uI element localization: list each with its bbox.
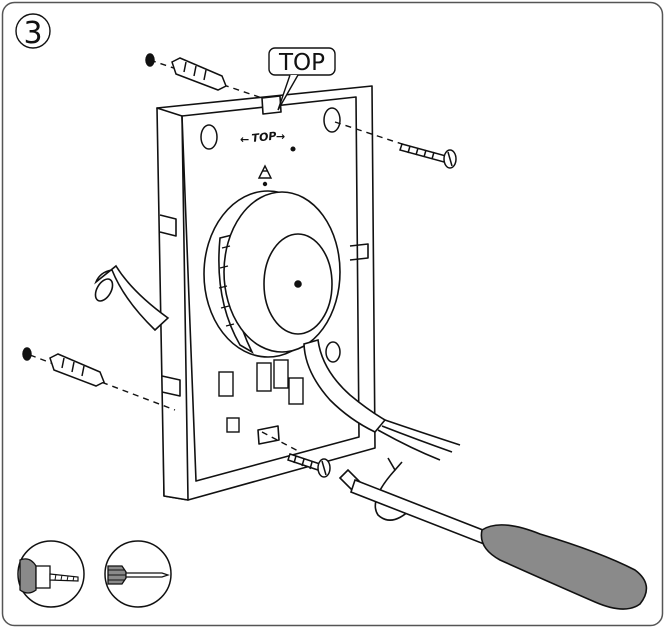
top-clip	[261, 95, 282, 115]
guide-bottom-right	[261, 431, 301, 453]
right-wire-3	[381, 425, 453, 453]
round-module	[203, 190, 341, 358]
terminal-block-5	[226, 417, 240, 433]
screw-holes	[200, 107, 341, 363]
box-inner-frame	[181, 96, 360, 482]
side-notch-bottom	[161, 375, 181, 397]
top-callout-label: TOP	[278, 50, 325, 76]
wall-plug-top	[145, 53, 227, 91]
plate-top-arrow-right: →	[276, 130, 285, 143]
step-circle	[15, 13, 51, 49]
step-badge: 3	[15, 13, 51, 51]
plate-top-text: TOP	[251, 129, 277, 145]
rotation-arrow	[374, 457, 413, 521]
terminal-block-1	[218, 371, 234, 397]
guide-top-right	[334, 121, 406, 146]
plate-top-marking: ← TOP →	[240, 129, 285, 146]
screw-hole-top-left	[200, 124, 218, 150]
wall-plug-bottom	[22, 347, 105, 387]
right-notch	[349, 243, 369, 261]
plate-top-arrow-left: ←	[240, 133, 249, 146]
side-notch-top	[159, 214, 177, 237]
screw-bottom	[287, 453, 331, 478]
bottom-clip	[257, 425, 280, 445]
hole-dot	[290, 146, 296, 152]
screwdriver	[338, 468, 648, 610]
screwdriver-icon	[104, 540, 172, 608]
top-callout-box	[268, 47, 336, 76]
top-callout-pointer	[277, 74, 299, 111]
top-callout: TOP	[268, 47, 336, 111]
right-wire-2	[377, 429, 441, 461]
drill-icon	[17, 540, 85, 608]
screwdriver-handle	[480, 524, 648, 610]
box-side-wall	[156, 107, 189, 501]
module-center-dot	[294, 280, 302, 288]
left-cable	[94, 264, 170, 332]
right-cable-sheath	[303, 338, 387, 433]
terminal-blocks	[218, 359, 304, 433]
tool-icons	[17, 540, 172, 608]
right-wire-1	[384, 419, 461, 446]
screw-hole-right	[325, 341, 341, 363]
step-number: 3	[23, 16, 42, 51]
terminal-block-2	[256, 362, 272, 392]
module-ribs	[218, 245, 235, 327]
left-cable-end	[94, 278, 114, 302]
plug-head	[22, 347, 32, 361]
screw-hole-top-right	[323, 107, 341, 133]
recycle-icon	[257, 164, 273, 187]
terminal-block-4	[288, 377, 304, 405]
terminal-block-3	[273, 359, 289, 389]
plug-head	[145, 53, 155, 67]
right-cable	[303, 338, 461, 461]
screw-top-right	[399, 143, 457, 169]
